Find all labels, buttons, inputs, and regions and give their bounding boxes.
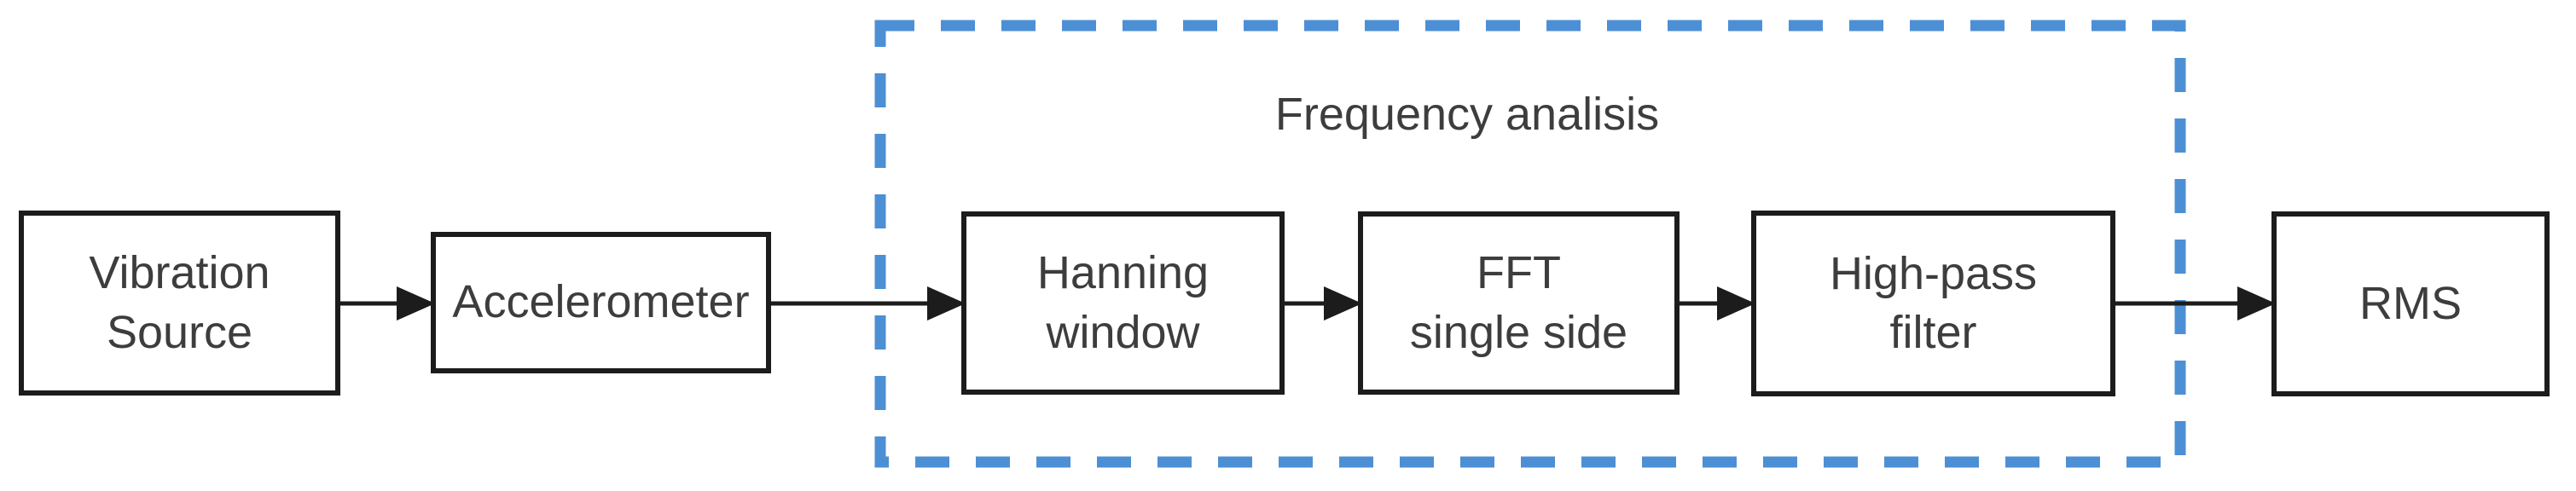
node-label: FFT single side	[1409, 247, 1628, 358]
node-label: RMS	[2359, 277, 2462, 329]
node-hanning-window: Hanning window	[961, 211, 1285, 395]
node-label: Vibration Source	[89, 247, 270, 358]
node-vibration-source: Vibration Source	[19, 211, 340, 396]
group-title: Frequency analisis	[1274, 89, 1660, 140]
node-rms: RMS	[2271, 211, 2550, 396]
node-label: Accelerometer	[452, 276, 750, 328]
node-fft-single-side: FFT single side	[1358, 211, 1680, 395]
node-label: Hanning window	[1036, 247, 1210, 358]
node-label: High-pass filter	[1829, 247, 2038, 358]
node-accelerometer: Accelerometer	[431, 232, 771, 373]
frequency-analysis-group-border	[874, 20, 2186, 468]
node-high-pass-filter: High-pass filter	[1751, 211, 2115, 396]
